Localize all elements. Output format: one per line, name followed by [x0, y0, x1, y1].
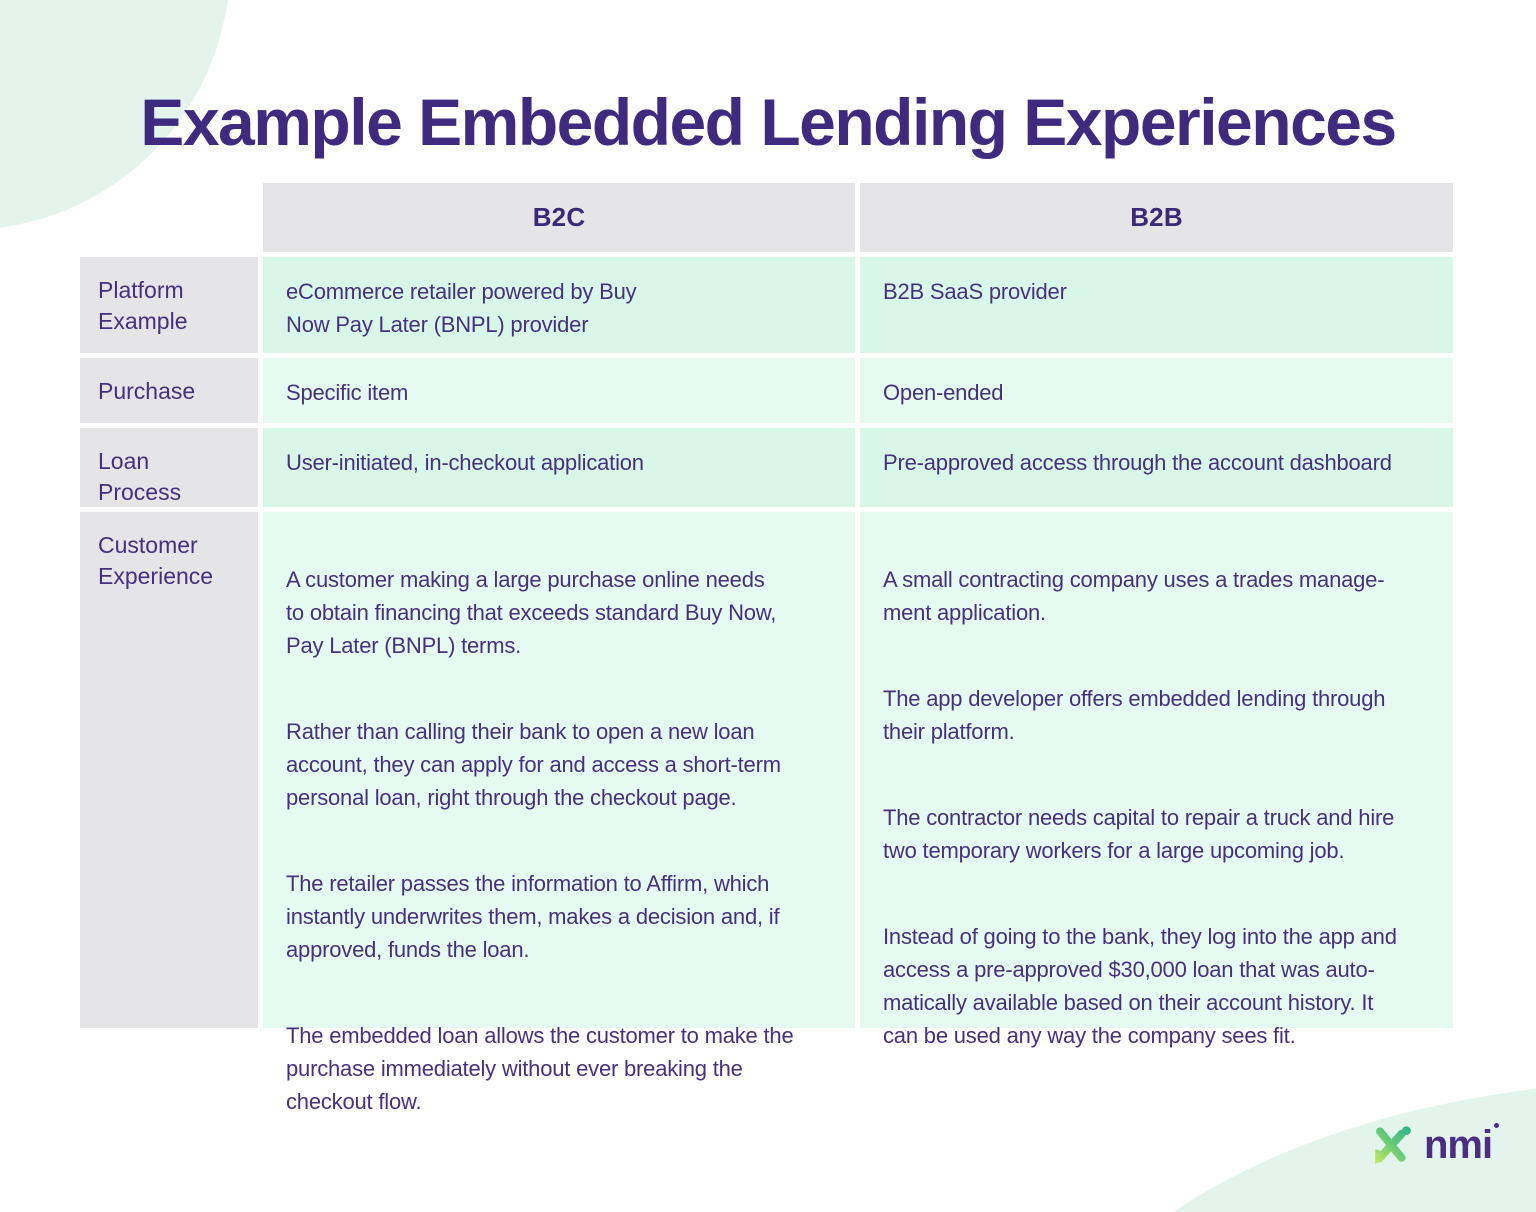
- row-label-purchase: Purchase: [80, 358, 258, 423]
- cell-customer-experience-b2c: A customer making a large purchase onlin…: [263, 512, 855, 1114]
- row-label-customer-experience: Customer Experience: [80, 512, 258, 1028]
- paragraph: The contractor needs capital to repair a…: [883, 805, 1395, 863]
- table-corner-spacer: [80, 183, 258, 252]
- cell-loan-process-b2b: Pre-approved access through the account …: [860, 428, 1453, 507]
- comparison-table: B2C B2B Platform Example eCommerce retai…: [80, 183, 1453, 1114]
- paragraph: A small contracting company uses a trade…: [883, 567, 1385, 625]
- nmi-logo-mark-icon: [1368, 1119, 1416, 1171]
- cell-customer-experience-b2b: A small contracting company uses a trade…: [860, 512, 1453, 1048]
- trademark-dot: [1494, 1123, 1500, 1128]
- paragraph: Instead of going to the bank, they log i…: [883, 924, 1397, 1048]
- row-label-platform-example: Platform Example: [80, 257, 258, 353]
- column-header-b2b: B2B: [860, 183, 1453, 252]
- paragraph: Rather than calling their bank to open a…: [286, 719, 781, 810]
- nmi-logo-text: nmi: [1424, 1123, 1493, 1167]
- row-label-loan-process: Loan Process: [80, 428, 258, 507]
- cell-purchase-b2c: Specific item: [263, 358, 855, 423]
- cell-loan-process-b2c: User-initiated, in-checkout application: [263, 428, 855, 507]
- nmi-logo: nmi: [1368, 1119, 1500, 1171]
- paragraph: The retailer passes the information to A…: [286, 871, 780, 962]
- paragraph: The app developer offers embedded lendin…: [883, 686, 1386, 744]
- page-title: Example Embedded Lending Experiences: [140, 85, 1397, 160]
- paragraph: The embedded loan allows the customer to…: [286, 1023, 794, 1114]
- cell-purchase-b2b: Open-ended: [860, 358, 1453, 423]
- cell-platform-example-b2b: B2B SaaS provider: [860, 257, 1453, 353]
- column-header-b2c: B2C: [263, 183, 855, 252]
- nmi-logo-wordmark: nmi: [1424, 1123, 1500, 1167]
- cell-platform-example-b2c: eCommerce retailer powered by Buy Now Pa…: [263, 257, 855, 353]
- paragraph: A customer making a large purchase onlin…: [286, 567, 777, 658]
